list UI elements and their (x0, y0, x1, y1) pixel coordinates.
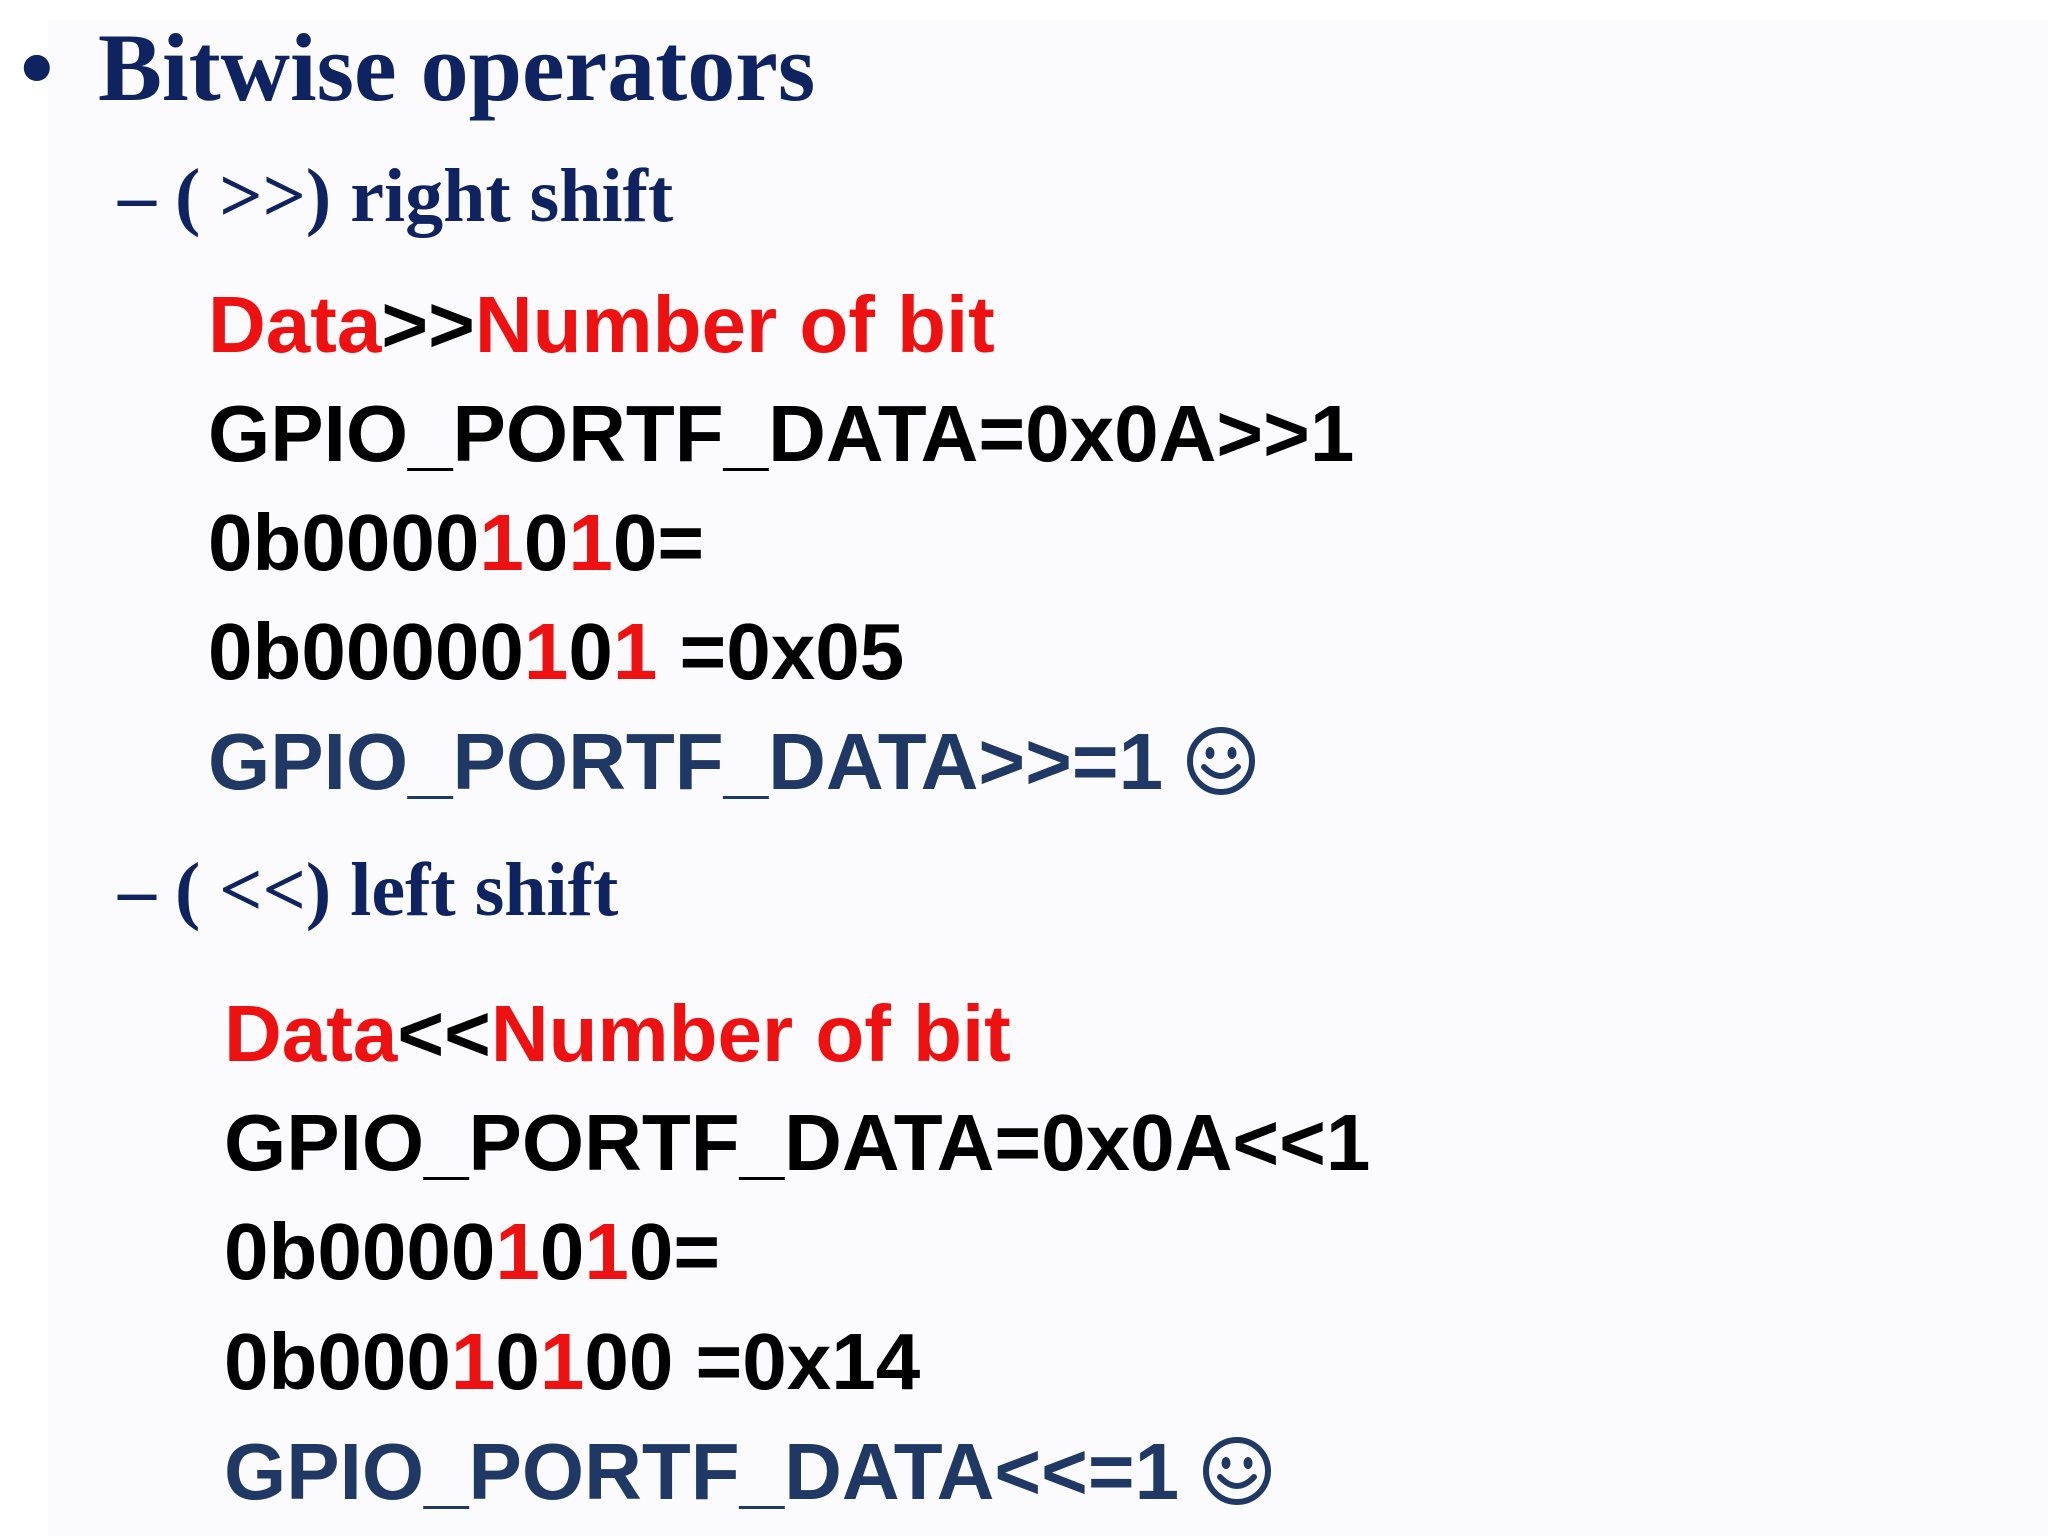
left-shift-assignment: GPIO_PORTF_DATA=0x0A<<1 (224, 1098, 1371, 1187)
binary-mid: 0 (523, 498, 569, 587)
binary-prefix: 0b0000 (208, 498, 480, 587)
left-shift-compound: GPIO_PORTF_DATA<<=1 (224, 1427, 1180, 1516)
smiley-face-icon (1185, 725, 1257, 810)
heading-text: Bitwise operators (98, 14, 816, 121)
syntax-operator: >> (381, 280, 475, 369)
binary-tail: 0= (612, 498, 705, 587)
highlight-bit: 1 (495, 1207, 540, 1296)
syntax-bits: Number of bit (474, 280, 995, 369)
syntax-operator: << (397, 989, 491, 1078)
left-shift-compound-line: GPIO_PORTF_DATA<<=1 (224, 1432, 1273, 1520)
binary-tail: 00 =0x14 (584, 1317, 921, 1406)
right-shift-binary-before: 0b00001010= (208, 503, 704, 583)
binary-prefix: 0b0000 (224, 1207, 496, 1296)
smiley-face-icon (1201, 1435, 1273, 1520)
left-shift-binary-after: 0b00010100 =0x14 (224, 1322, 920, 1402)
right-shift-compound: GPIO_PORTF_DATA>>=1 (208, 717, 1164, 806)
left-shift-title: – ( <<) left shift (118, 848, 619, 932)
highlight-bit: 1 (479, 498, 524, 587)
binary-prefix: 0b00000 (208, 607, 524, 696)
highlight-bit: 1 (568, 498, 613, 587)
binary-mid: 0 (495, 1317, 540, 1406)
right-shift-compound-line: GPIO_PORTF_DATA>>=1 (208, 722, 1257, 810)
bullet-icon: • (20, 14, 54, 121)
binary-tail: =0x05 (657, 607, 905, 696)
right-shift-title: – ( >>) right shift (118, 154, 674, 238)
highlight-bit: 1 (539, 1317, 585, 1406)
right-shift-assignment: GPIO_PORTF_DATA=0x0A>>1 (208, 389, 1355, 478)
syntax-data: Data (224, 989, 398, 1078)
highlight-bit: 1 (450, 1317, 496, 1406)
binary-mid: 0 (568, 607, 613, 696)
highlight-bit: 1 (584, 1207, 629, 1296)
highlight-bit: 1 (612, 607, 658, 696)
binary-prefix: 0b000 (224, 1317, 451, 1406)
slide-background (48, 20, 2048, 1536)
right-shift-binary-after: 0b00000101 =0x05 (208, 612, 904, 692)
right-shift-syntax: Data>>Number of bit (208, 285, 995, 365)
binary-tail: 0= (628, 1207, 721, 1296)
left-shift-syntax: Data<<Number of bit (224, 994, 1011, 1074)
syntax-bits: Number of bit (490, 989, 1011, 1078)
syntax-data: Data (208, 280, 382, 369)
slide-heading: •Bitwise operators (20, 20, 815, 116)
left-shift-binary-before: 0b00001010= (224, 1212, 720, 1292)
binary-mid: 0 (539, 1207, 585, 1296)
highlight-bit: 1 (523, 607, 569, 696)
